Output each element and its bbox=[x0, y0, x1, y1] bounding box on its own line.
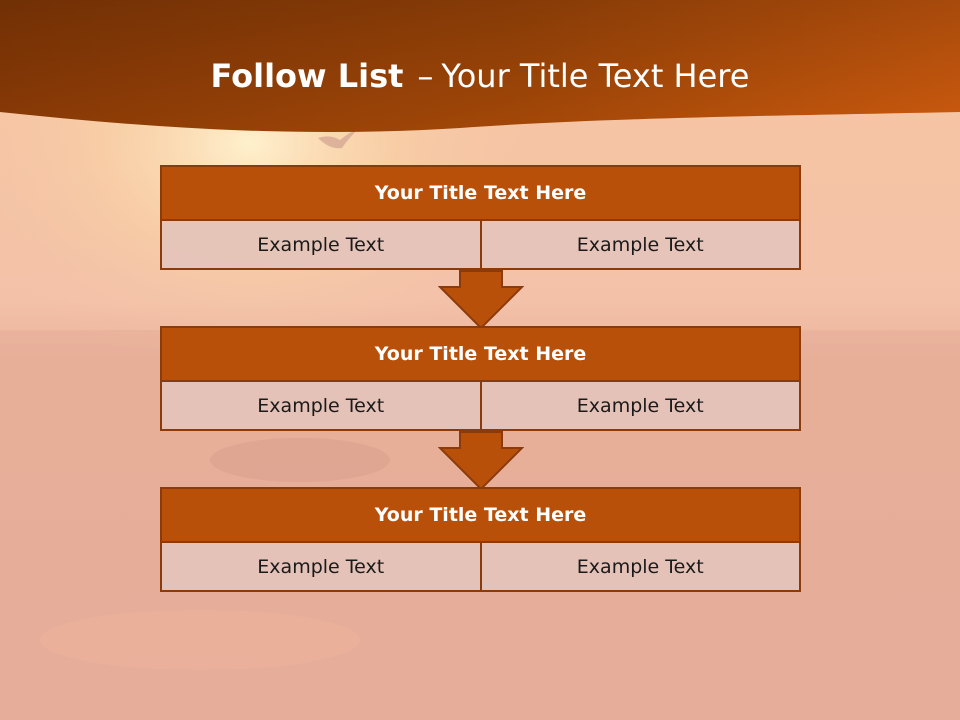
step-title: Your Title Text Here bbox=[160, 487, 801, 543]
step-row: Example Text Example Text bbox=[160, 382, 801, 431]
down-arrow-icon bbox=[438, 270, 524, 330]
step-row: Example Text Example Text bbox=[160, 221, 801, 270]
step-block-2: Your Title Text Here Example Text Exampl… bbox=[160, 326, 801, 431]
title-banner bbox=[0, 0, 960, 133]
slide-title: Follow List–Your Title Text Here bbox=[0, 52, 960, 100]
step-cell-right: Example Text bbox=[481, 543, 801, 592]
step-row: Example Text Example Text bbox=[160, 543, 801, 592]
step-cell-left: Example Text bbox=[160, 543, 482, 592]
slide-title-rest: Your Title Text Here bbox=[441, 57, 750, 95]
step-cell-left: Example Text bbox=[160, 382, 482, 431]
step-cell-left: Example Text bbox=[160, 221, 482, 270]
step-cell-right: Example Text bbox=[481, 382, 801, 431]
step-block-3: Your Title Text Here Example Text Exampl… bbox=[160, 487, 801, 592]
step-title: Your Title Text Here bbox=[160, 326, 801, 382]
down-arrow-icon bbox=[438, 431, 524, 491]
slide-title-bold: Follow List bbox=[210, 57, 404, 95]
step-title: Your Title Text Here bbox=[160, 165, 801, 221]
step-cell-right: Example Text bbox=[481, 221, 801, 270]
slide-title-separator: – bbox=[417, 57, 434, 95]
step-block-1: Your Title Text Here Example Text Exampl… bbox=[160, 165, 801, 270]
